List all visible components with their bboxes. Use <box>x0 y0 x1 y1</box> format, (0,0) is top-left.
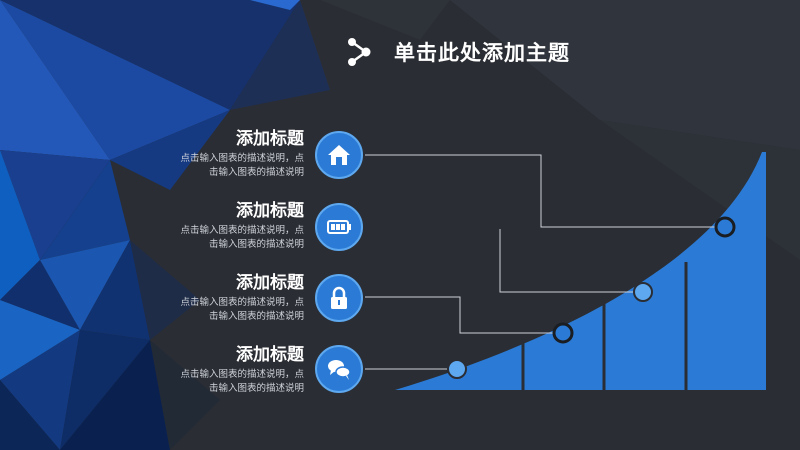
home-icon <box>315 131 363 179</box>
growth-area <box>395 152 766 390</box>
item-2-text: 添加标题 点击输入图表的描述说明，点 击输入图表的描述说明 <box>130 200 304 252</box>
chat-icon <box>315 345 363 393</box>
share-icon <box>348 38 371 66</box>
item-title: 添加标题 <box>236 201 304 221</box>
page-title: 单击此处添加主题 <box>394 41 570 65</box>
item-description-line-2: 击输入图表的描述说明 <box>208 239 304 250</box>
data-point-1 <box>714 216 736 238</box>
item-description-line-1: 点击输入图表的描述说明，点 <box>180 369 304 380</box>
data-point-4 <box>447 359 467 379</box>
connector-line-2 <box>499 229 643 293</box>
item-description-line-2: 击输入图表的描述说明 <box>208 311 304 322</box>
connector-line-1 <box>365 154 725 228</box>
item-title: 添加标题 <box>236 129 304 149</box>
battery-icon <box>315 203 363 251</box>
item-description-line-2: 击输入图表的描述说明 <box>208 383 304 394</box>
item-3-text: 添加标题 点击输入图表的描述说明，点 击输入图表的描述说明 <box>130 272 304 324</box>
item-1-text: 添加标题 点击输入图表的描述说明，点 击输入图表的描述说明 <box>130 128 304 180</box>
connector-line-3 <box>365 296 563 334</box>
title-row: 单击此处添加主题 <box>340 30 570 74</box>
item-title: 添加标题 <box>236 273 304 293</box>
item-description-line-1: 点击输入图表的描述说明，点 <box>180 153 304 164</box>
item-description-line-1: 点击输入图表的描述说明，点 <box>180 297 304 308</box>
data-point-3 <box>552 322 574 344</box>
lock-icon <box>315 274 363 322</box>
item-title: 添加标题 <box>236 345 304 365</box>
item-description-line-2: 击输入图表的描述说明 <box>208 167 304 178</box>
item-4-text: 添加标题 点击输入图表的描述说明，点 击输入图表的描述说明 <box>130 344 304 396</box>
data-point-2 <box>633 282 653 302</box>
item-description-line-1: 点击输入图表的描述说明，点 <box>180 225 304 236</box>
